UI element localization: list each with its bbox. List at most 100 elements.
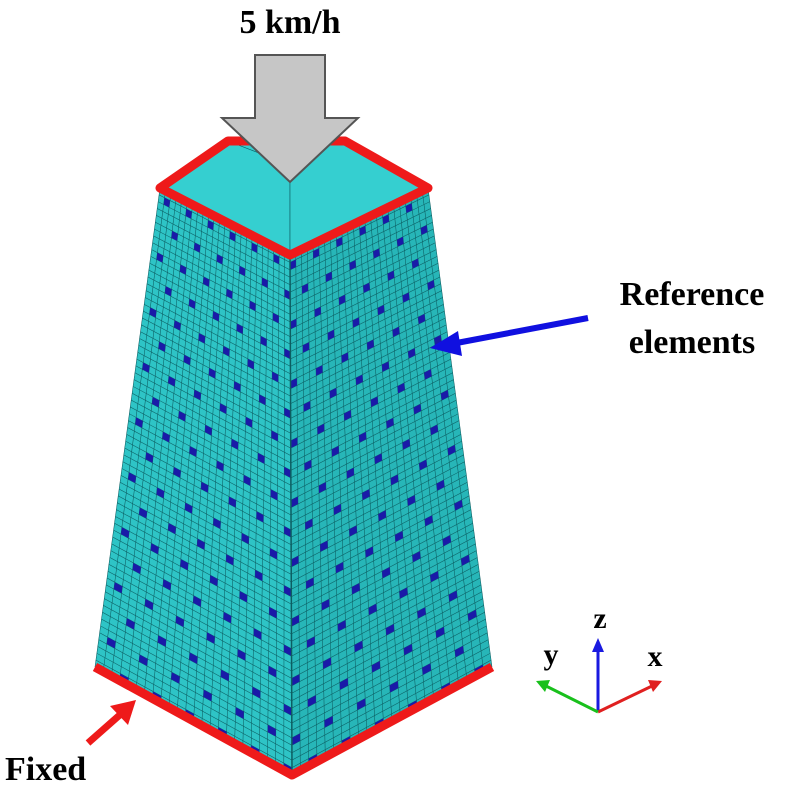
reference-element [162, 431, 170, 443]
reference-element [315, 365, 323, 376]
mesh-line [291, 488, 469, 583]
reference-element [226, 554, 234, 566]
mesh-line [119, 482, 292, 575]
reference-element [175, 615, 184, 627]
reference-element [183, 354, 191, 366]
mesh-line [114, 523, 292, 620]
reference-element [203, 689, 212, 702]
reference-element [168, 523, 176, 535]
reference-element [193, 389, 201, 401]
loaded-top-edge [155, 136, 433, 260]
reference-element [207, 220, 214, 231]
reference-element [213, 517, 221, 529]
mesh-line [128, 420, 292, 508]
mesh-line [135, 365, 291, 449]
mesh-line [100, 625, 292, 731]
reference-element [351, 583, 360, 595]
reference-element [220, 669, 229, 682]
reference-element [333, 503, 342, 515]
mesh-line [290, 393, 456, 479]
reference-element [203, 276, 210, 287]
reference-element [229, 231, 236, 242]
mesh-line [101, 618, 292, 724]
reference-element [365, 546, 374, 558]
mesh-line [96, 653, 293, 761]
mesh-line [134, 372, 291, 456]
reference-element [233, 381, 241, 392]
reference-element [228, 496, 236, 508]
reference-element [399, 587, 408, 599]
mesh-line [290, 263, 439, 337]
reference-pointer-arrow [445, 315, 589, 348]
reference-element [408, 348, 416, 359]
reference-element [357, 698, 366, 711]
reference-element [371, 661, 381, 673]
mesh-line [290, 399, 457, 486]
reference-element [237, 649, 246, 661]
mesh-line [290, 317, 446, 397]
mesh-line [291, 481, 468, 575]
reference-element [106, 637, 116, 649]
reference-element [206, 632, 215, 644]
mesh-line [291, 591, 483, 694]
mesh-line [290, 269, 440, 345]
reference-element [283, 703, 292, 716]
mesh-line [291, 543, 476, 642]
reference-element [302, 283, 309, 294]
reference-element [198, 333, 206, 344]
reference-element [113, 582, 123, 594]
reference-element [149, 307, 157, 318]
reference-element [387, 270, 395, 281]
mesh-line [105, 591, 292, 694]
y-axis-label: y [544, 638, 559, 671]
reference-element [341, 352, 349, 363]
reference-element [346, 467, 355, 479]
mesh-line [291, 461, 465, 553]
mesh-line [112, 536, 292, 635]
reference-pointer-arrowhead [430, 331, 462, 356]
reference-element [239, 591, 248, 603]
reference-element [403, 643, 413, 656]
reference-element [378, 510, 387, 522]
reference-element [329, 387, 337, 399]
reference-element [337, 620, 346, 632]
reference-element [392, 326, 400, 338]
reference-label-line1: Reference [620, 276, 765, 313]
reference-element [325, 271, 332, 282]
reference-element [239, 265, 246, 277]
reference-element [424, 515, 433, 527]
reference-element [126, 618, 135, 630]
reference-element [313, 248, 320, 259]
reference-element [200, 481, 209, 493]
mesh-line [291, 618, 486, 724]
reference-element [306, 636, 315, 648]
load-velocity-label: 5 km/h [239, 4, 340, 41]
reference-element [442, 535, 451, 547]
reference-element [352, 317, 360, 328]
reference-element [171, 230, 178, 241]
mesh-line [106, 584, 292, 687]
reference-element [216, 460, 224, 472]
reference-element [194, 242, 201, 253]
reference-element [424, 369, 432, 380]
reference-element [156, 252, 164, 263]
mesh-line [116, 509, 292, 605]
mesh-line [98, 639, 293, 746]
mesh-line [291, 550, 477, 649]
mesh-line [143, 310, 291, 389]
reference-elements-left [106, 197, 292, 775]
mesh-line [148, 269, 291, 345]
reference-element [145, 452, 154, 463]
reference-element [189, 652, 198, 664]
x-axis-arrow [597, 684, 653, 714]
reference-element [390, 474, 399, 486]
reference-element [307, 695, 316, 707]
reference-element [363, 282, 370, 293]
reference-element [185, 208, 192, 219]
reference-element [291, 615, 300, 627]
reference-element [142, 362, 150, 373]
mesh-line [133, 379, 291, 464]
reference-element [386, 417, 394, 429]
reference-element [381, 361, 390, 372]
reference-element [212, 311, 220, 322]
